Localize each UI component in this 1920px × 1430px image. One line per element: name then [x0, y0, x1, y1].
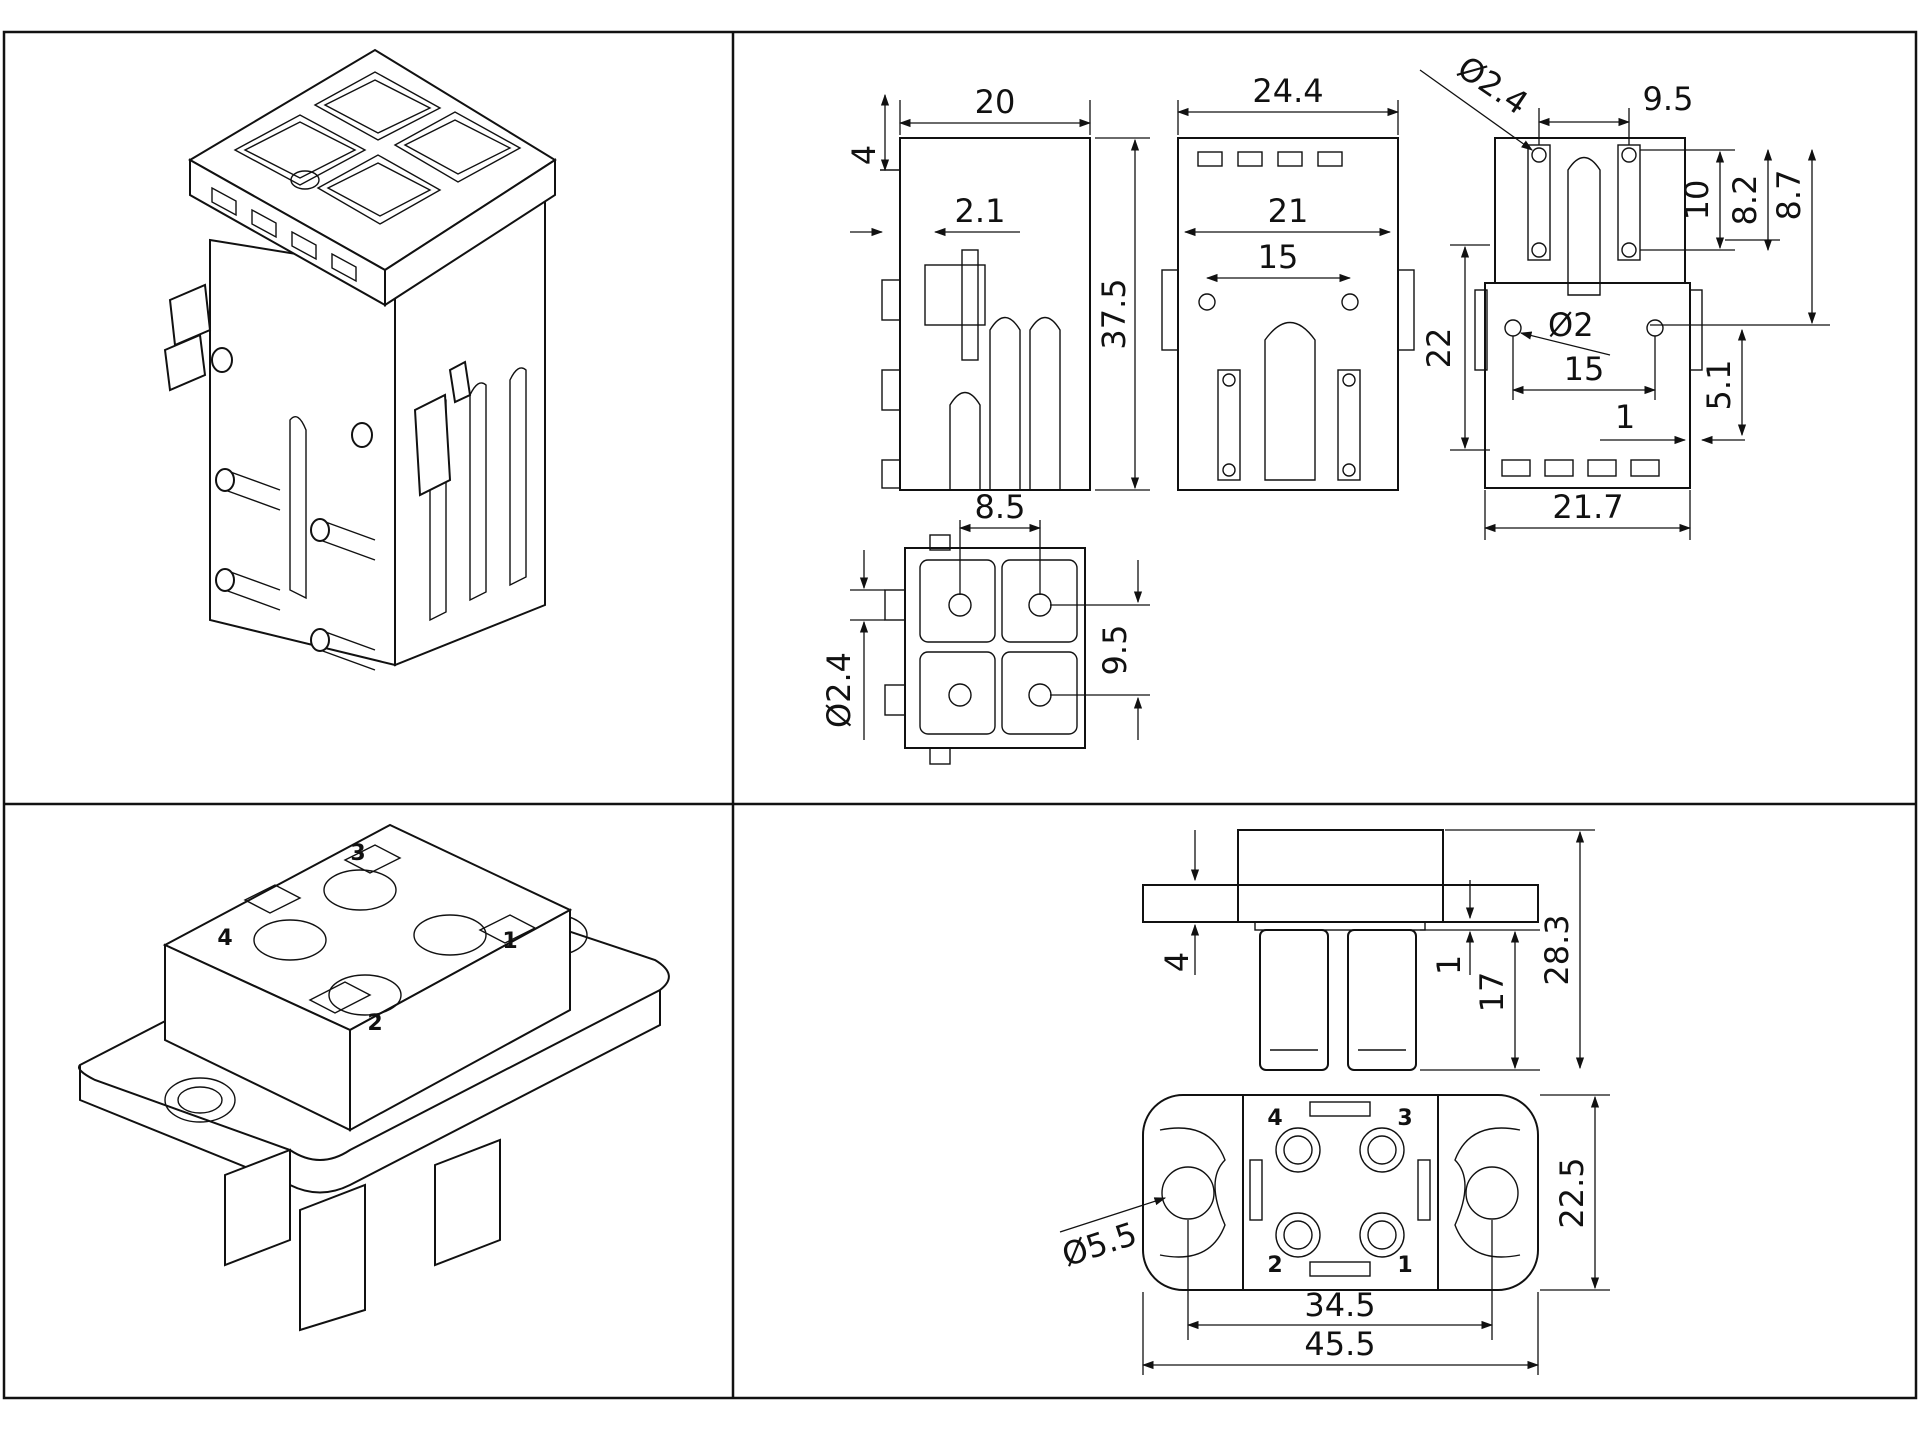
receptacle-isometric-view: 3 4 1 2 [78, 823, 670, 1332]
dim-bottom-pitch-y: 9.5 [1096, 625, 1134, 676]
dim-front-width: 24.4 [1252, 72, 1323, 110]
top-pin-3: 3 [1397, 1106, 1412, 1131]
dim-side-wall: 2.1 [955, 192, 1006, 230]
dim-bottom-pitch-x: 8.5 [975, 488, 1026, 526]
frame-grid [2, 30, 1918, 1400]
dim-rear-hole-dia: Ø2.4 [1451, 48, 1535, 122]
bottom-view: 8.5 9.5 Ø2.4 [820, 488, 1150, 765]
dim-recep-flange-thickness: 4 [1158, 952, 1196, 972]
front-view: 24.4 21 15 [1161, 72, 1415, 491]
dim-bottom-pin-dia: Ø2.4 [820, 652, 858, 728]
plug-orthographic-views: 20 4 2.1 37.5 [820, 48, 1830, 765]
dim-rear-8-7: 8.7 [1770, 170, 1808, 221]
dim-front-inner: 21 [1268, 192, 1309, 230]
dim-rear-1: 1 [1615, 398, 1635, 436]
dim-recep-height: 28.3 [1538, 914, 1576, 985]
dim-recep-depth: 22.5 [1553, 1157, 1591, 1228]
dim-rear-base-width: 21.7 [1552, 488, 1623, 526]
top-pin-1: 1 [1397, 1253, 1412, 1278]
top-pin-2: 2 [1267, 1253, 1282, 1278]
dim-rear-8-2: 8.2 [1726, 175, 1764, 226]
dim-recep-pin-length: 17 [1473, 972, 1511, 1013]
receptacle-orthographic-views: 4 1 17 28.3 [1057, 829, 1610, 1375]
dim-rear-pitch: 15 [1564, 350, 1605, 388]
dim-recep-overall-width: 45.5 [1304, 1325, 1375, 1363]
iso-pin-4: 4 [217, 926, 232, 951]
dim-rear-22: 22 [1420, 328, 1458, 369]
rear-view: Ø2.4 9.5 10 8.2 8.7 22 Ø2 15 [1419, 48, 1830, 540]
dim-rear-10: 10 [1678, 180, 1716, 221]
plug-isometric-view [163, 48, 557, 671]
receptacle-side-view: 4 1 17 28.3 [1142, 829, 1595, 1071]
receptacle-top-view: 4 3 2 1 Ø5.5 22.5 34.5 45.5 [1057, 1094, 1610, 1375]
dim-recep-hole-pitch: 34.5 [1304, 1286, 1375, 1324]
dim-recep-mount-hole: Ø5.5 [1057, 1215, 1141, 1275]
dim-side-offset: 4 [845, 145, 883, 165]
side-view: 20 4 2.1 37.5 [845, 83, 1150, 491]
iso-pin-1: 1 [502, 929, 517, 954]
dim-rear-5-1: 5.1 [1700, 360, 1738, 411]
top-pin-4: 4 [1267, 1106, 1282, 1131]
dim-side-height: 37.5 [1095, 278, 1133, 349]
dim-front-pitch: 15 [1258, 238, 1299, 276]
dim-rear-pitch-top: 9.5 [1643, 80, 1694, 118]
iso-pin-2: 2 [367, 1011, 382, 1036]
dim-recep-gap: 1 [1430, 955, 1468, 975]
dim-rear-small-hole: Ø2 [1548, 306, 1594, 344]
iso-pin-3: 3 [350, 841, 365, 866]
dim-side-width: 20 [975, 83, 1016, 121]
